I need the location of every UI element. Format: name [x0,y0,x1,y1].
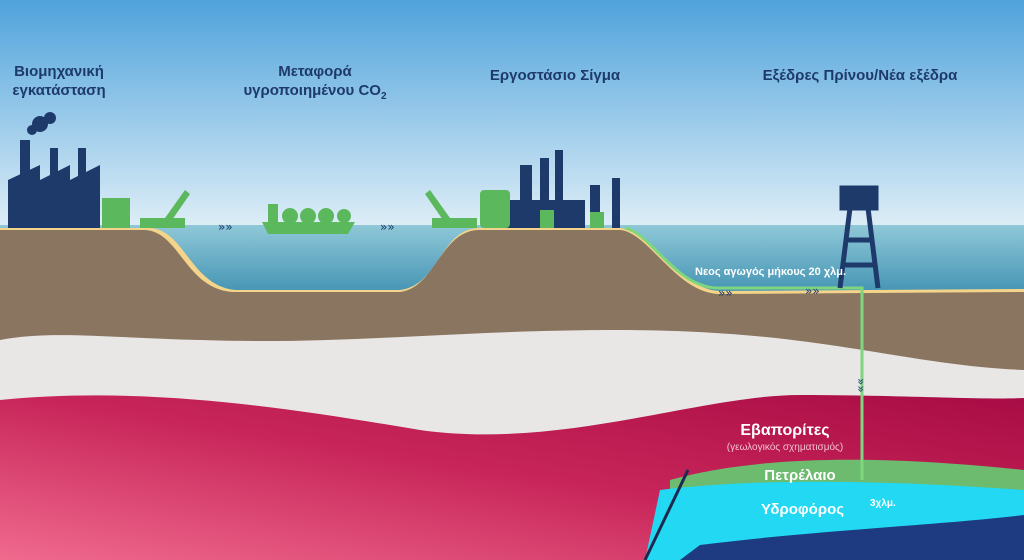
oil-label: Πετρέλαιο [764,467,836,484]
evaporites-sublabel: (γεωλογικός σχηματισμός) [726,442,844,453]
factory-icon [8,112,100,228]
svg-text:»»: »» [718,286,733,300]
aquifer-label: Υδροφόρος [760,501,845,518]
bedrock-layer [680,515,1024,560]
industrial-title: Βιομηχανική εγκατάσταση [0,62,118,100]
pipeline [624,226,864,480]
transport-line1: Μεταφορά [278,63,352,80]
platform-title: Εξέδρες Πρίνου/Νέα εξέδρα [762,67,958,84]
svg-text:»»: »» [854,378,868,393]
flow-chevrons: »» »» »» »» »» [218,220,868,393]
storage-tank-icon [480,190,604,228]
land [0,230,1024,370]
plant-title: Εργοστάσιο Σίγμα [489,67,621,84]
svg-text:»»: »» [380,220,395,234]
transport-subscript: 2 [380,91,387,102]
svg-text:»»: »» [805,284,820,298]
fault-line [643,469,690,560]
platform-icon [837,185,881,289]
loading-crane-icon [140,190,477,228]
transport-title: Μεταφορά υγροποιημένου CO2 [230,62,400,106]
pipeline-label: Νεος αγωγός μήκους 20 χλμ. [695,266,847,278]
ship-icon [262,204,355,234]
evaporites-label: Εβαπορίτες [740,422,830,439]
svg-text:»»: »» [218,220,233,234]
industrial-line2: εγκατάσταση [12,82,106,99]
transport-line2: υγροποιημένου CO [243,82,381,99]
tank-icon [102,198,130,228]
industrial-line1: Βιομηχανική [14,63,104,80]
depth-label: 3χλμ. [870,498,896,509]
